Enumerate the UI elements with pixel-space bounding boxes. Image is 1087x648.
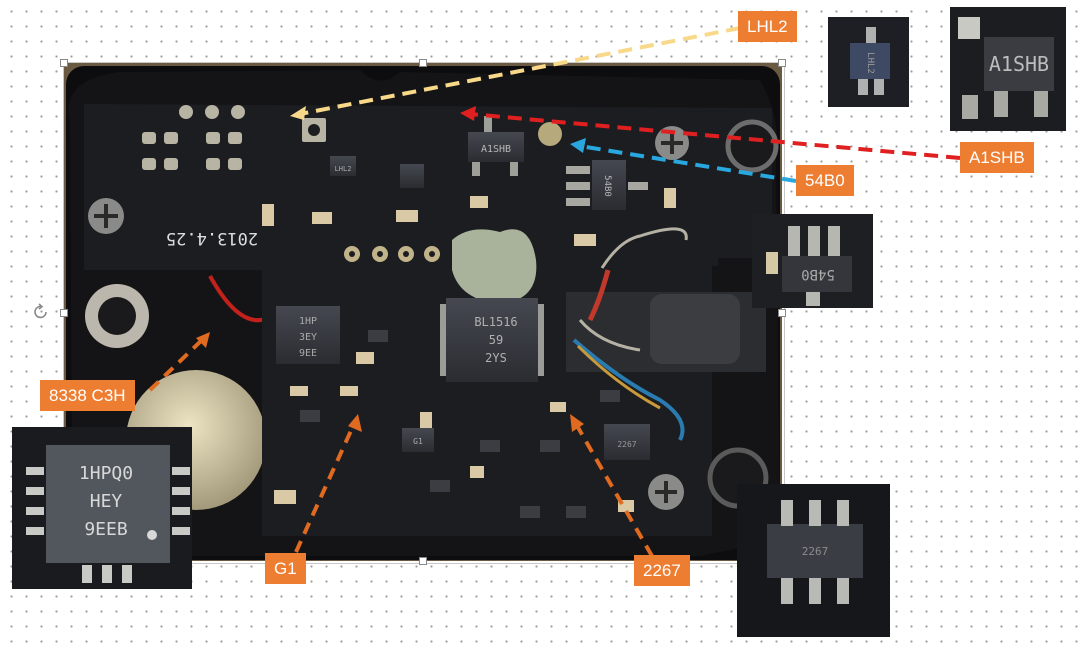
- chip-8338-pcb-line3: 9EE: [299, 348, 317, 359]
- chip-bl1516-line3: 2YS: [485, 351, 507, 365]
- thumbnail-8338-line3: 9EEB: [84, 519, 127, 540]
- chip-bl1516-pcb: [446, 298, 538, 382]
- resize-handle-nw[interactable]: [60, 59, 68, 67]
- thumbnail-54b0[interactable]: 54B0: [752, 214, 873, 308]
- resize-handle-n[interactable]: [419, 59, 427, 67]
- chip-bl1516-line1: BL1516: [474, 315, 517, 329]
- chip-8338-pcb-line2: 3EY: [299, 332, 317, 343]
- thumbnail-lhl2-marking: LHL2: [865, 52, 875, 74]
- thumbnail-lhl2[interactable]: LHL2: [828, 17, 909, 107]
- rotate-handle-icon[interactable]: [31, 302, 51, 322]
- chip-lhl2-pcb-marking: LHL2: [335, 165, 352, 173]
- thumbnail-8338-line1: 1HPQ0: [79, 463, 133, 484]
- thumbnail-8338-line2: HEY: [90, 491, 123, 512]
- chip-g1-pcb-marking: G1: [413, 437, 423, 446]
- chip-bl1516-line2: 59: [489, 333, 503, 347]
- thumbnail-2267-marking: 2267: [802, 545, 829, 558]
- thumbnail-8338[interactable]: 1HPQ0 HEY 9EEB: [12, 427, 192, 589]
- chip-a1shb-pcb-marking: A1SHB: [481, 144, 511, 155]
- chip-54b0-pcb-marking: 54B0: [602, 175, 612, 197]
- resize-handle-e[interactable]: [778, 309, 786, 317]
- callout-8338-c3h[interactable]: 8338 C3H: [40, 380, 135, 411]
- callout-54b0[interactable]: 54B0: [796, 165, 854, 196]
- pcb-date-marking: 2013.4.25: [166, 228, 258, 248]
- resize-handle-ne[interactable]: [778, 59, 786, 67]
- chip-8338-pcb: [276, 306, 340, 364]
- chip-8338-pcb-line1: 1HP: [299, 316, 317, 327]
- thumbnail-a1shb-marking: A1SHB: [989, 52, 1049, 76]
- chip-lhl2-pcb: [330, 156, 356, 176]
- callout-lhl2[interactable]: LHL2: [738, 11, 797, 42]
- thumbnail-2267[interactable]: 2267: [737, 484, 890, 637]
- glue-blob: [452, 229, 537, 304]
- thumbnail-a1shb[interactable]: A1SHB: [950, 7, 1066, 131]
- callout-g1[interactable]: G1: [265, 553, 306, 584]
- callout-a1shb[interactable]: A1SHB: [960, 142, 1034, 173]
- chip-g1-pcb: [402, 428, 434, 452]
- resize-handle-w[interactable]: [60, 309, 68, 317]
- chip-2267-pcb-marking: 2267: [617, 440, 636, 449]
- thumbnail-54b0-marking: 54B0: [801, 266, 835, 282]
- callout-2267[interactable]: 2267: [634, 555, 690, 586]
- resize-handle-s[interactable]: [419, 557, 427, 565]
